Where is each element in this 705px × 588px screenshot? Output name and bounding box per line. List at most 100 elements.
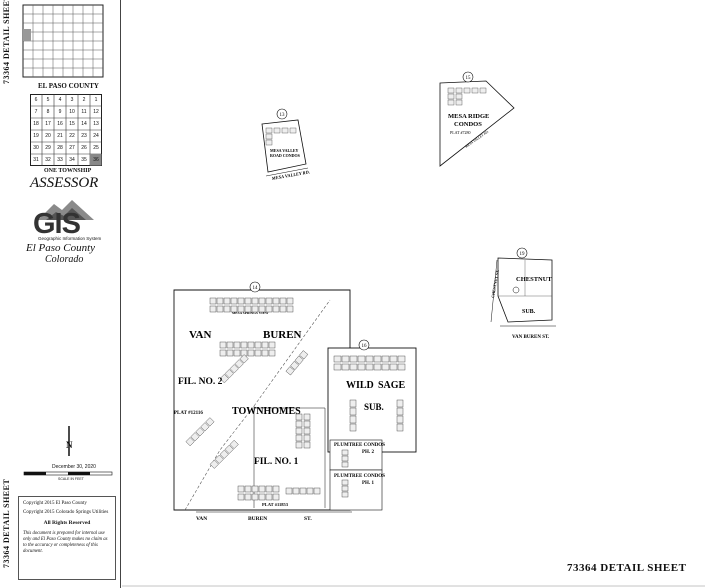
building-unit <box>195 427 205 437</box>
building-unit <box>313 487 321 495</box>
building-unit <box>341 461 349 468</box>
township-section-label: 33 <box>57 157 63 163</box>
township-section-label: 18 <box>33 121 39 127</box>
building-unit <box>349 355 358 363</box>
township-section-label: 20 <box>45 133 51 139</box>
township-section-label: 21 <box>57 133 63 139</box>
van-buren-word-1: VAN <box>189 329 211 341</box>
building-unit <box>265 493 273 501</box>
township-section-label: 16 <box>57 121 63 127</box>
building-unit <box>303 427 311 435</box>
township-section-label: 19 <box>33 133 39 139</box>
building-unit <box>295 434 303 442</box>
building-unit <box>216 305 224 313</box>
township-section-label: 35 <box>81 157 87 163</box>
building-unit <box>214 454 224 464</box>
copyright-line-1: Copyright 2015 El Paso County <box>23 501 87 506</box>
wild-sage-word-2: SAGE <box>378 380 406 391</box>
building-unit <box>306 487 314 495</box>
building-unit <box>279 297 287 305</box>
building-unit <box>226 349 234 357</box>
mesa-ridge-name-2: CONDOS <box>454 121 482 128</box>
building-unit <box>292 487 300 495</box>
mesa-valley-name-1: MESA VALLEY <box>270 148 299 153</box>
building-unit <box>224 369 234 379</box>
gis-subtitle: Geographic Information System <box>38 236 102 241</box>
parcel-13-id: 13 <box>280 113 286 118</box>
building-unit <box>265 305 273 313</box>
township-section-label: 11 <box>81 109 87 115</box>
map-date: December 30, 2020 <box>52 464 96 470</box>
building-unit <box>349 423 357 432</box>
township-section-label: 22 <box>69 133 75 139</box>
building-unit <box>303 441 311 449</box>
chestnut-road: CHESTNUT ST. <box>490 269 500 298</box>
parcel-14-marker <box>249 281 261 293</box>
building-unit <box>223 305 231 313</box>
plumtree-condos-2: PLUMTREE CONDOS <box>334 443 385 448</box>
township-section-label: 30 <box>33 145 39 151</box>
township-section-label: 26 <box>81 145 87 151</box>
mesa-valley-road: MESA VALLEY RD. <box>270 169 310 181</box>
building-unit <box>229 439 239 449</box>
building-unit <box>279 305 287 313</box>
north-label: N <box>66 440 73 450</box>
building-unit <box>295 420 303 428</box>
county-name: El Paso County <box>26 242 96 254</box>
building-unit <box>258 297 266 305</box>
building-unit <box>272 485 280 493</box>
building-unit <box>258 305 266 313</box>
building-unit <box>265 485 273 493</box>
building-unit <box>341 355 350 363</box>
detail-sheet-label-bottom: 73364 DETAIL SHEET <box>2 478 11 568</box>
building-unit <box>209 459 219 469</box>
building-unit <box>341 485 349 492</box>
copyright-box: Copyright 2015 El Paso County Copyright … <box>18 496 116 580</box>
township-section-label: 25 <box>93 145 99 151</box>
scale-label: SCALE IN FEET <box>58 477 84 481</box>
building-unit <box>251 493 259 501</box>
township-label: ONE TOWNSHIP <box>44 168 92 174</box>
building-unit <box>295 441 303 449</box>
mesa-valley-name-2: ROAD CONDOS <box>270 153 301 158</box>
parcel-13-marker <box>276 108 288 120</box>
building-unit <box>239 354 249 364</box>
township-section-label: 4 <box>58 97 62 103</box>
township-section-label: 29 <box>45 145 51 151</box>
building-unit <box>251 297 259 305</box>
building-unit <box>268 341 276 349</box>
township-section-label: 14 <box>81 121 87 127</box>
building-unit <box>247 341 255 349</box>
parcel-14-id: 14 <box>253 286 259 291</box>
wild-sage-word-3: SUB. <box>364 402 384 412</box>
van-buren-street-3: ST. <box>304 516 312 522</box>
county-locator-map <box>22 4 104 78</box>
van-buren-fil-2: FIL. NO. 2 <box>178 377 223 387</box>
building-unit <box>349 399 357 408</box>
scale-bar <box>23 471 113 476</box>
township-section-label: 34 <box>69 157 75 163</box>
building-unit <box>254 349 262 357</box>
township-section-label: 15 <box>69 121 75 127</box>
plumtree-condos-1: PLUMTREE CONDOS <box>334 474 385 479</box>
van-buren-plat-1: PLAT #12116 <box>174 411 203 416</box>
chestnut-van-buren-road: VAN BUREN ST. <box>512 335 550 340</box>
building-unit <box>389 355 398 363</box>
copyright-line-2: Copyright 2015 Colorado Springs Utilitie… <box>23 510 109 515</box>
building-unit <box>258 485 266 493</box>
building-unit <box>205 417 215 427</box>
mesa-springs-view: MESA SPRINGS VIEW <box>232 311 269 315</box>
building-unit <box>295 413 303 421</box>
township-section-label: 32 <box>45 157 51 163</box>
township-section-label: 12 <box>93 109 99 115</box>
van-buren-townhomes: TOWNHOMES <box>232 406 301 417</box>
building-unit <box>244 485 252 493</box>
parcel-mesa-ridge <box>439 80 515 167</box>
building-unit <box>299 350 309 360</box>
building-unit <box>272 305 280 313</box>
building-unit <box>341 455 349 462</box>
chestnut-name-2: SUB. <box>522 309 536 315</box>
building-unit <box>244 493 252 501</box>
building-unit <box>240 341 248 349</box>
building-unit <box>244 305 252 313</box>
